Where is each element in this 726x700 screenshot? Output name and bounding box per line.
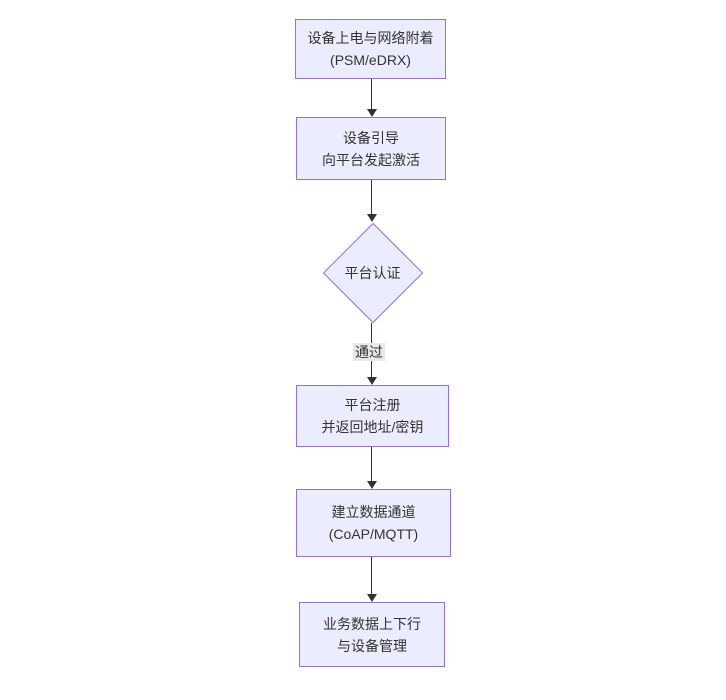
node-text: 业务数据上下行 [323,615,421,632]
edge-label-pass: 通过 [353,343,385,361]
node-text: (CoAP/MQTT) [328,526,419,542]
node-text: 平台注册 [344,397,401,413]
arrowhead-icon [367,214,377,222]
node-data-channel: 建立数据通道 (CoAP/MQTT) [296,489,451,557]
node-business-data: 业务数据上下行 与设备管理 [299,602,445,667]
arrowhead-icon [367,109,377,117]
node-text: 向平台发起激活 [322,151,420,168]
node-power-attach: 设备上电与网络附着 (PSM/eDRX) [295,19,446,79]
node-text: 建立数据通道 [331,504,416,520]
arrowhead-icon [367,594,377,602]
node-register: 平台注册 并返回地址/密钥 [296,385,449,447]
node-text: 与设备管理 [337,637,407,654]
node-platform-auth: 平台认证 [322,222,423,323]
edge-line [371,557,372,594]
arrowhead-icon [367,377,377,385]
node-bootstrap: 设备引导 向平台发起激活 [296,117,446,180]
edge-line [371,79,372,109]
node-text: (PSM/eDRX) [330,52,411,68]
node-text: 设备上电与网络附着 [307,30,434,46]
edge-line [371,447,372,481]
node-text: 平台认证 [344,264,401,281]
arrowhead-icon [367,481,377,489]
node-text: 设备引导 [343,129,399,146]
edge-line [371,180,372,214]
node-text: 并返回地址/密钥 [321,419,424,435]
